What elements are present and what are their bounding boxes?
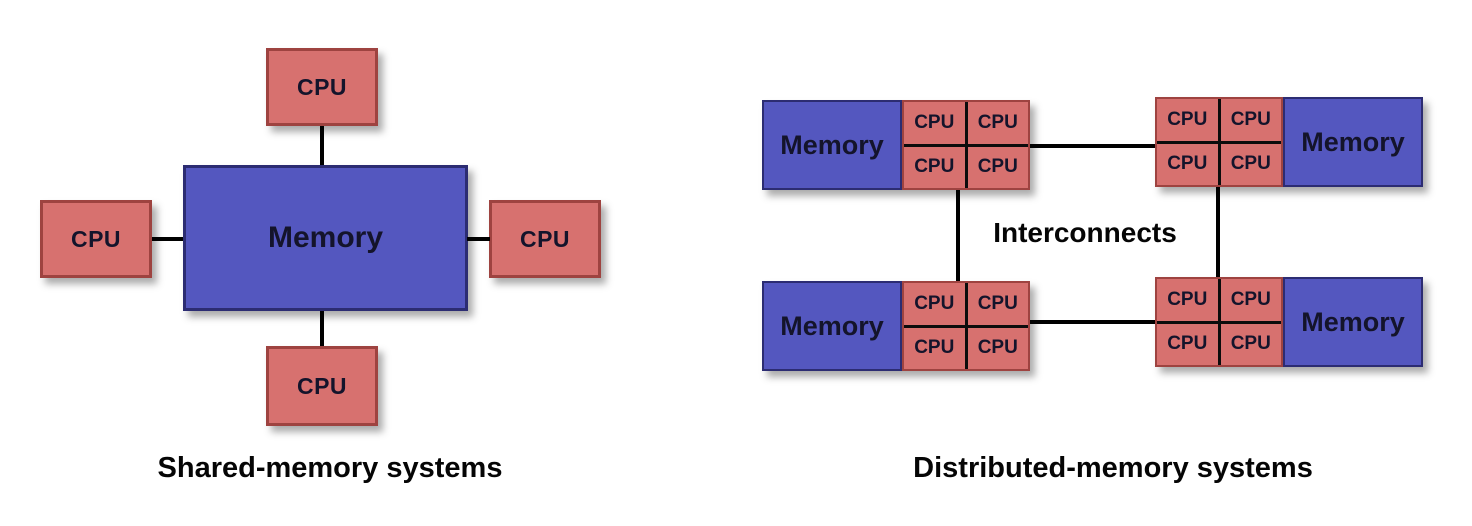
memory-label: Memory [1301,126,1405,157]
interconnect-line-bottom [1030,320,1155,324]
cpu-label: CPU [1167,153,1208,175]
cpu-label: CPU [1230,333,1271,355]
memory-label: Memory [780,310,884,341]
cpu-cell: CPU [1220,99,1281,141]
cpu-label: CPU [296,372,348,399]
cpu-cell: CPU [1157,143,1218,185]
cpu-cell: CPU [967,283,1028,325]
cpu-label: CPU [1167,108,1208,130]
memory-label: Memory [267,221,384,254]
node-top-left: Memory CPU CPU CPU CPU [762,100,1030,190]
cpu-label: CPU [519,225,571,252]
memory-label: Memory [780,129,884,160]
cpu-box-top: CPU [266,48,378,126]
cpu-label: CPU [914,337,955,359]
cpu-label: CPU [977,337,1018,359]
cpu-cell: CPU [904,146,965,188]
cpu-cell: CPU [1220,323,1281,365]
cpu-cell: CPU [1157,99,1218,141]
memory-label: Memory [1301,306,1405,337]
interconnects-label: Interconnects [993,217,1177,248]
cpu-grid: CPU CPU CPU CPU [902,100,1030,190]
cpu-label: CPU [1230,288,1271,310]
cpu-cell: CPU [967,102,1028,144]
cpu-label: CPU [296,73,348,100]
cpu-cell: CPU [1157,323,1218,365]
cpu-label: CPU [1230,153,1271,175]
memory-box: Memory [762,281,902,371]
cpu-label: CPU [914,156,955,178]
cpu-label: CPU [977,156,1018,178]
distributed-memory-caption: Distributed-memory systems [913,452,1313,484]
interconnect-line-top [1030,144,1155,148]
memory-box: Memory [1283,97,1423,187]
cpu-cell: CPU [967,327,1028,369]
node-top-right: Memory CPU CPU CPU CPU [1155,97,1423,187]
connector-line-left [152,237,183,241]
connector-line-top [320,126,324,165]
cpu-cell: CPU [904,283,965,325]
interconnect-line-right [1216,187,1220,277]
node-bottom-right: Memory CPU CPU CPU CPU [1155,277,1423,367]
cpu-label: CPU [1230,108,1271,130]
node-bottom-left: Memory CPU CPU CPU CPU [762,281,1030,371]
cpu-box-bottom: CPU [266,346,378,426]
memory-box: Memory [1283,277,1423,367]
cpu-grid: CPU CPU CPU CPU [1155,277,1283,367]
cpu-cell: CPU [904,102,965,144]
memory-box: Memory [762,100,902,190]
shared-memory-box: Memory [183,165,468,311]
cpu-cell: CPU [967,146,1028,188]
cpu-label: CPU [977,111,1018,133]
cpu-box-right: CPU [489,200,601,278]
cpu-label: CPU [914,111,955,133]
cpu-label: CPU [914,292,955,314]
cpu-cell: CPU [1157,279,1218,321]
connector-line-bottom [320,311,324,346]
cpu-grid: CPU CPU CPU CPU [902,281,1030,371]
connector-line-right [467,237,490,241]
cpu-grid: CPU CPU CPU CPU [1155,97,1283,187]
cpu-cell: CPU [1220,279,1281,321]
cpu-label: CPU [1167,288,1208,310]
cpu-label: CPU [1167,333,1208,355]
shared-memory-caption: Shared-memory systems [157,452,503,484]
cpu-label: CPU [70,225,122,252]
cpu-label: CPU [977,292,1018,314]
cpu-cell: CPU [1220,143,1281,185]
interconnect-line-left [956,190,960,281]
cpu-cell: CPU [904,327,965,369]
cpu-box-left: CPU [40,200,152,278]
